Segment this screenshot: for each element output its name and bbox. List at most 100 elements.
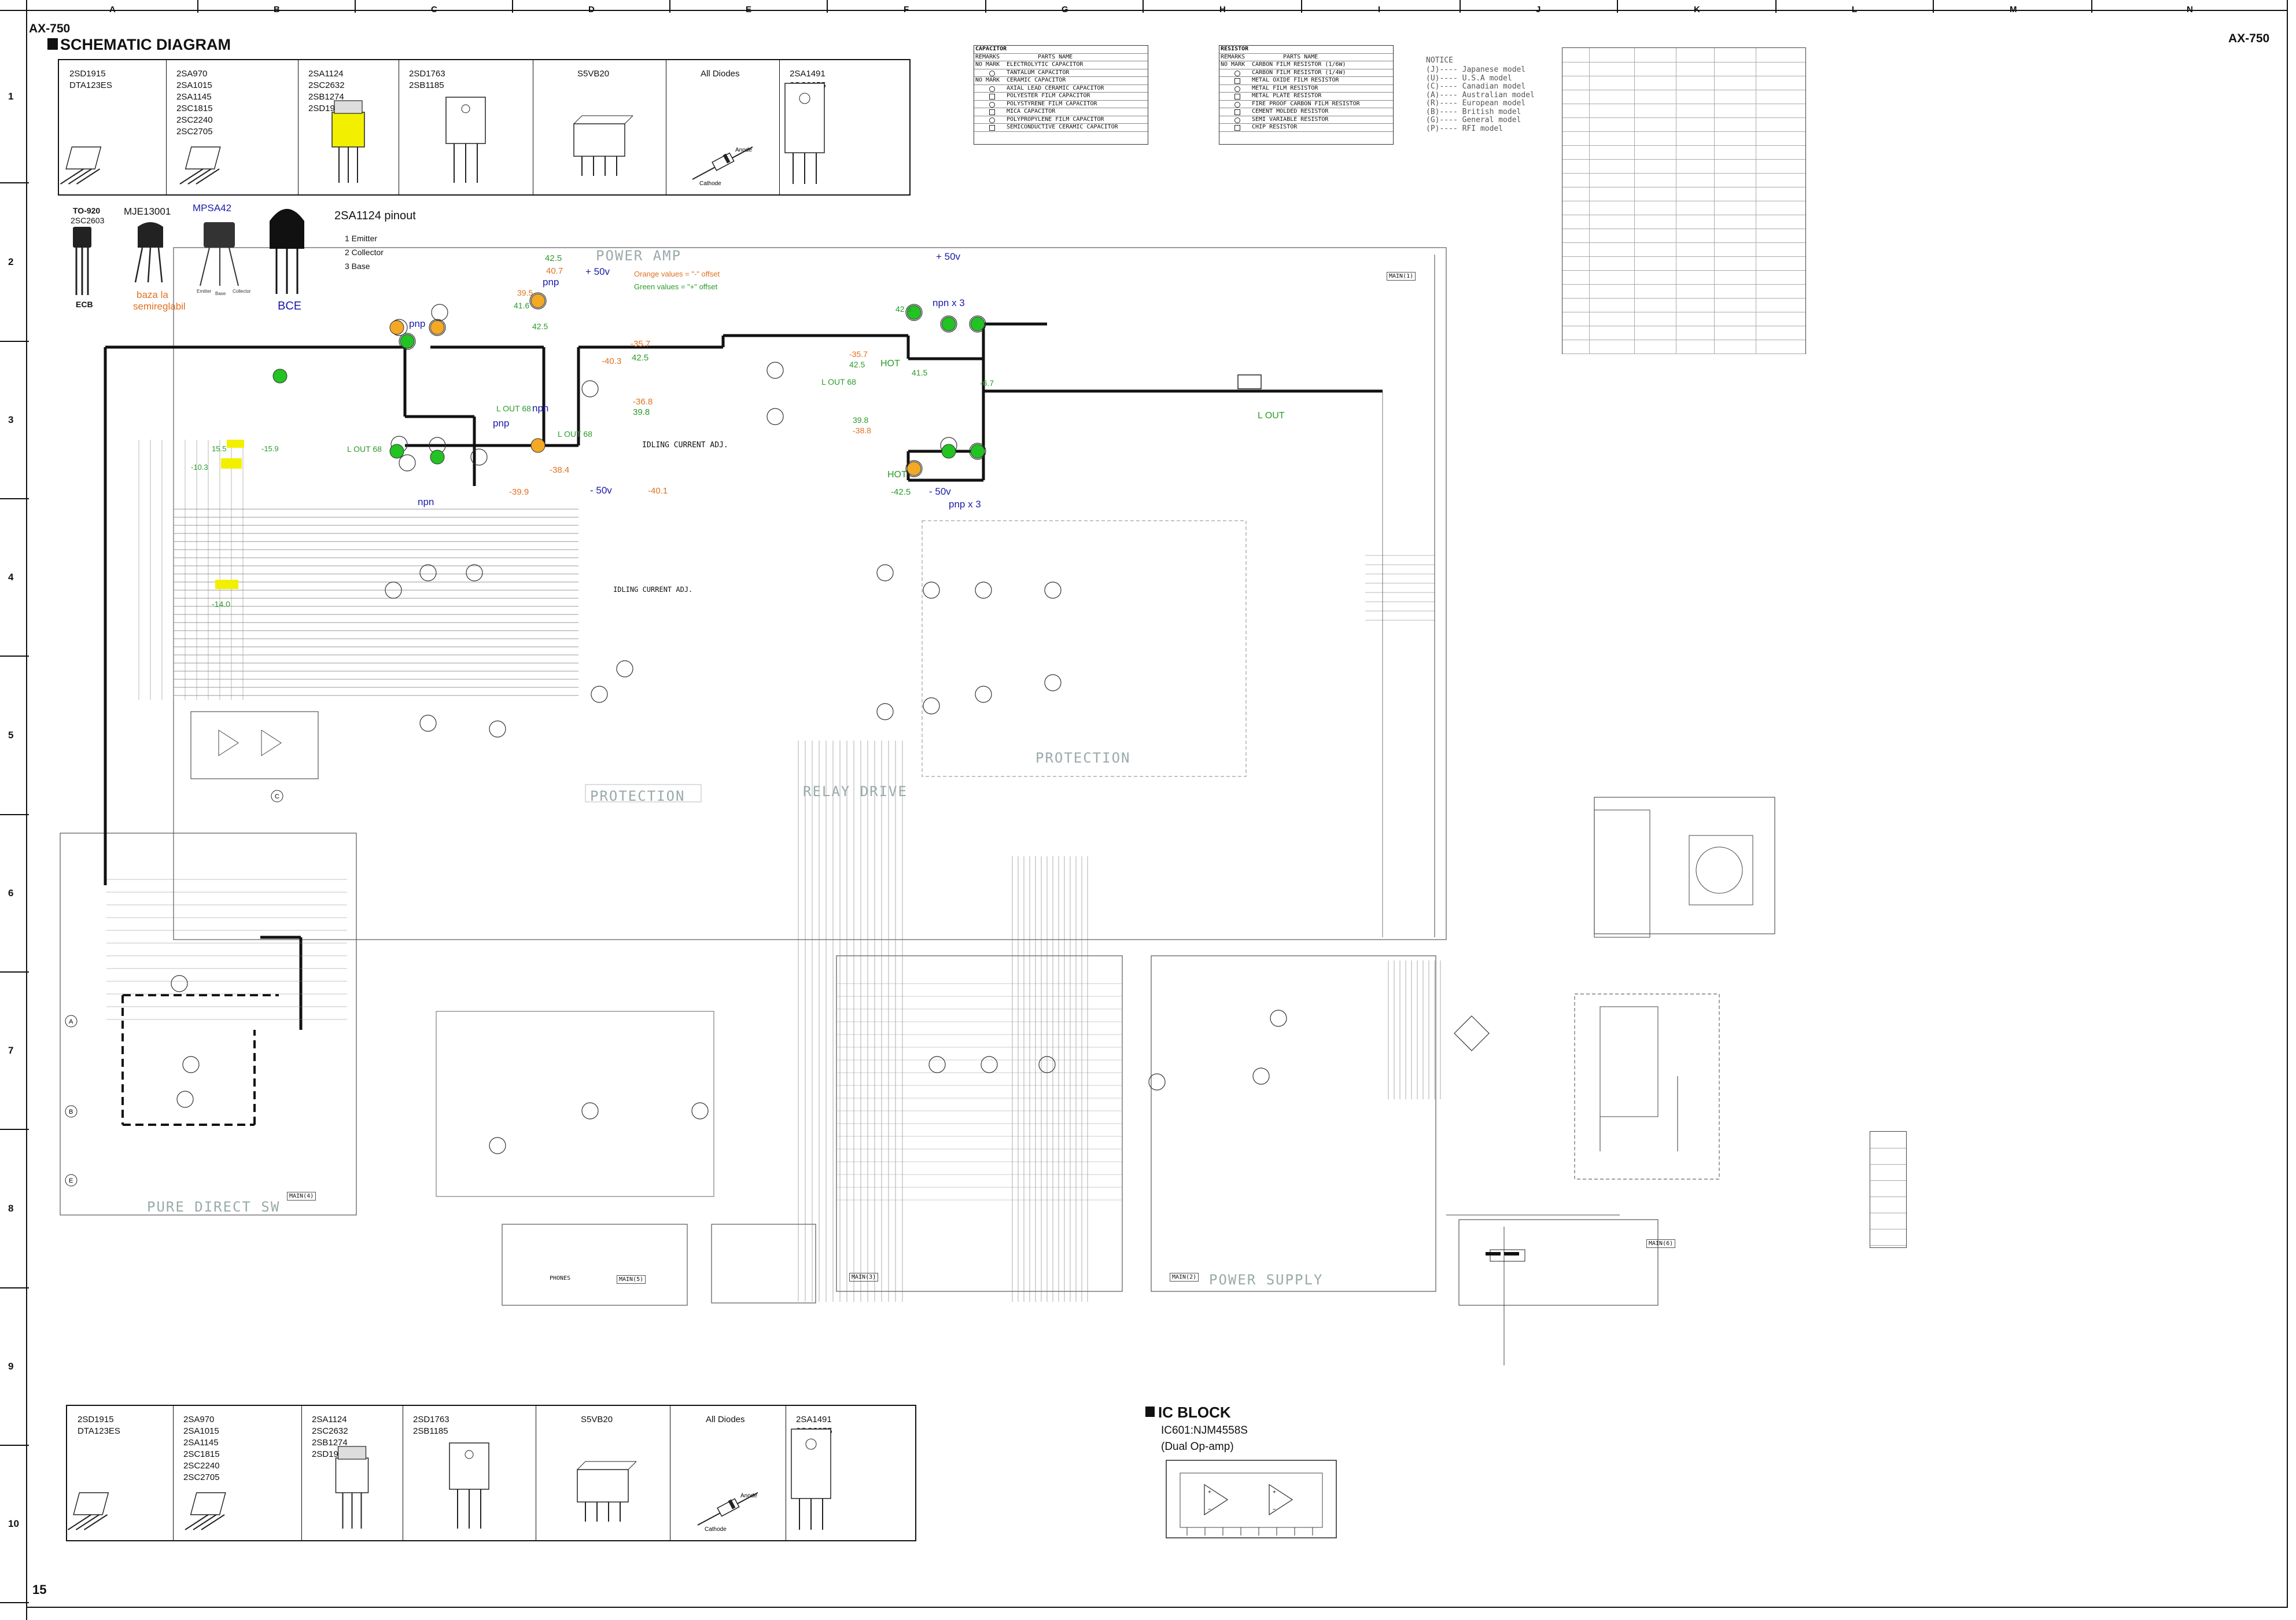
- package-cell: 2SD1763 2SB1185: [399, 60, 533, 194]
- legend-row: METAL PLATE RESISTOR: [1219, 93, 1393, 101]
- voltage-label: 15.5: [212, 444, 227, 453]
- svg-text:B: B: [69, 1109, 73, 1115]
- package-outline-icon: [331, 100, 365, 183]
- package-outline-icon: [449, 1442, 489, 1529]
- voltage-label: 39.8: [853, 415, 869, 425]
- package-outline-icon: [784, 83, 825, 184]
- lout68-label-c: L OUT 68: [558, 429, 592, 439]
- baza-note-2: semireglabil: [133, 301, 186, 312]
- package-part-numbers: 2SD1763 2SB1185: [409, 69, 445, 90]
- main3-tag: MAIN(3): [849, 1273, 879, 1282]
- voltage-label: 42.5: [632, 353, 649, 363]
- idling-adj-label-1: IDLING CURRENT ADJ.: [642, 441, 728, 450]
- lout68-label-a: L OUT 68: [821, 377, 856, 386]
- legend-symbol-icon: [989, 86, 995, 92]
- grid-column-label: E: [746, 5, 752, 14]
- package-cell: 2SA1124 2SC2632 2SB1274 2SD1913: [301, 1406, 403, 1540]
- mje-part: MJE13001: [124, 206, 171, 217]
- grid-column-label: H: [1219, 5, 1226, 14]
- table-row: [1870, 1229, 1906, 1246]
- legend-row: SEMI VARIABLE RESISTOR: [1219, 116, 1393, 124]
- legend-symbol-icon: [989, 70, 995, 76]
- voltage-label: 42.5: [895, 304, 912, 314]
- section-pure-direct: PURE DIRECT SW: [147, 1199, 281, 1215]
- table-row: [1562, 298, 1805, 312]
- title-bullet-icon: [47, 38, 58, 50]
- legend-row: POLYESTER FILM CAPACITOR: [974, 93, 1148, 101]
- grid-column-label: C: [431, 5, 437, 14]
- ic-block-bullet-icon: [1145, 1407, 1155, 1417]
- voltage-label: 42.5: [532, 322, 548, 331]
- legend-row: METAL FILM RESISTOR: [1219, 85, 1393, 93]
- grid-column-label: G: [1062, 5, 1068, 14]
- package-part-numbers: All Diodes: [701, 69, 740, 79]
- table-row: [1562, 201, 1805, 215]
- hot-label-2: HOT: [887, 470, 907, 480]
- legend-symbol-icon: [989, 109, 995, 115]
- legend-row: FIRE PROOF CARBON FILM RESISTOR: [1219, 101, 1393, 108]
- main2-tag: MAIN(2): [1170, 1273, 1199, 1282]
- package-outline-icon: [573, 115, 633, 176]
- legend-row: POLYSTYRENE FILM CAPACITOR: [974, 101, 1148, 108]
- to92-part: 2SC2603: [71, 216, 105, 225]
- package-cell: 2SD1915 DTA123ES: [59, 60, 167, 194]
- voltage-label: 42.5: [545, 253, 562, 263]
- pinout-1: 1 Emitter: [345, 234, 378, 243]
- table-row: [1562, 90, 1805, 104]
- table-row: [1870, 1180, 1906, 1197]
- main1-tag: MAIN(1): [1387, 272, 1416, 281]
- pinout-title: 2SA1124 pinout: [334, 209, 416, 222]
- table-row: [1562, 117, 1805, 132]
- legend-row: AXIAL LEAD CERAMIC CAPACITOR: [974, 85, 1148, 93]
- grid-column-label: K: [1694, 5, 1700, 14]
- svg-text:C: C: [275, 793, 279, 800]
- table-row: [1562, 270, 1805, 285]
- table-divider: [1634, 48, 1635, 354]
- supply-minus50-right: - 50v: [929, 486, 951, 497]
- pnp-x3-label: pnp x 3: [949, 499, 981, 510]
- package-outline-icon: [335, 1446, 369, 1529]
- table-row: [1562, 173, 1805, 187]
- voltage-label: -40.3: [602, 356, 622, 366]
- voltage-label: -40.1: [648, 486, 668, 496]
- table-row: [1870, 1148, 1906, 1165]
- table-row: [1870, 1213, 1906, 1229]
- lout-label: L OUT: [1258, 411, 1285, 421]
- lout68-label-d: L OUT 68: [347, 444, 382, 454]
- legend-symbol-icon: [989, 94, 995, 100]
- pinout-3: 3 Base: [345, 262, 370, 271]
- ic-block-desc: (Dual Op-amp): [1161, 1441, 1234, 1453]
- grid-column-label: I: [1378, 5, 1381, 14]
- package-cell: 2SA1491 2SC3855: [779, 60, 909, 194]
- grid-column-label: M: [2010, 5, 2017, 14]
- pnp-label-b: pnp: [543, 277, 559, 288]
- package-part-numbers: 2SD1915 DTA123ES: [78, 1415, 120, 1436]
- ic-reference-table: [1870, 1131, 1907, 1248]
- legend-symbol-icon: [1234, 125, 1240, 131]
- grid-row-label: 5: [8, 730, 14, 741]
- grid-column-label: L: [1852, 5, 1858, 14]
- legend-symbol-icon: [1234, 94, 1240, 100]
- svg-text:A: A: [69, 1018, 73, 1025]
- voltage-label: -10.3: [191, 463, 208, 472]
- section-protection-a: PROTECTION: [590, 788, 686, 804]
- package-cell: 2SD1915 DTA123ES: [67, 1406, 174, 1540]
- table-row: [1562, 187, 1805, 201]
- grid-column-label: A: [109, 5, 116, 14]
- section-power-amp: POWER AMP: [596, 248, 682, 264]
- package-part-numbers: S5VB20: [581, 1415, 613, 1424]
- svg-text:Anode: Anode: [735, 147, 752, 153]
- legend-symbol-icon: [1234, 109, 1240, 115]
- pinout-2: 2 Collector: [345, 248, 384, 257]
- package-outline-icon: [179, 146, 221, 185]
- grid-row-label: 8: [8, 1203, 14, 1214]
- legend-row: SEMICONDUCTIVE CERAMIC CAPACITOR: [974, 124, 1148, 132]
- ic-block-title: IC BLOCK: [1158, 1404, 1231, 1421]
